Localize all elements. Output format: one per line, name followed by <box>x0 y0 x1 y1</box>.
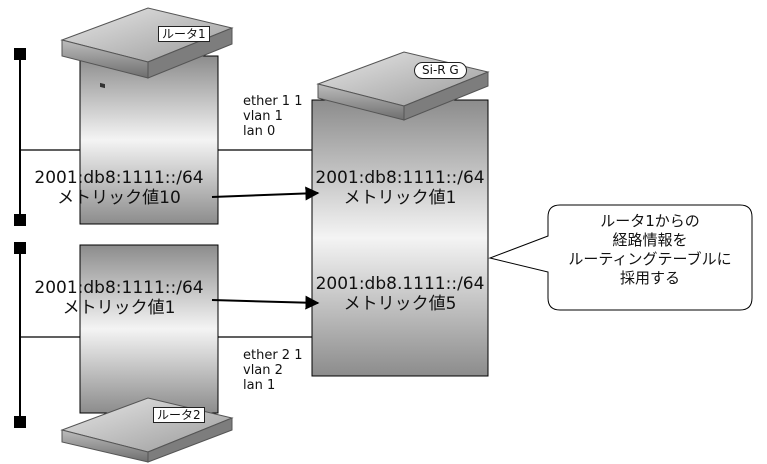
callout-line-3: ルーティングテーブルに <box>568 250 732 268</box>
sirg-label: Si-R G <box>414 62 467 79</box>
network-segment-upper <box>14 48 26 226</box>
sirg-route-upper-prefix: 2001:db8:1111::/64 <box>315 168 485 188</box>
router1-device-icon <box>60 7 234 89</box>
sirg-route-lower-prefix: 2001:db8.1111::/64 <box>315 274 485 294</box>
callout-bubble <box>488 204 753 311</box>
route-arrow-upper <box>211 186 320 201</box>
lower-port-ether: ether 2 1 <box>243 348 303 363</box>
sirg-route-upper-metric: メトリック値1 <box>343 188 457 208</box>
sirg-route-lower: 2001:db8.1111::/64 メトリック値5 <box>290 274 510 314</box>
upper-port-ether: ether 1 1 <box>243 94 303 109</box>
router2-route-info: 2001:db8:1111::/64 メトリック値1 <box>4 278 234 318</box>
sirg-panel <box>311 99 489 377</box>
sirg-route-upper: 2001:db8:1111::/64 メトリック値1 <box>290 168 510 208</box>
callout-line-1: ルータ1からの <box>600 212 700 230</box>
router1-route-info: 2001:db8:1111::/64 メトリック値10 <box>4 168 234 208</box>
callout-text: ルータ1からの 経路情報を ルーティングテーブルに 採用する <box>550 212 750 288</box>
lower-port-lan: lan 1 <box>243 378 276 393</box>
router2-label: ルータ2 <box>153 407 205 423</box>
callout-line-2: 経路情報を <box>612 231 688 249</box>
upper-port-labels: ether 1 1 vlan 1 lan 0 <box>243 94 302 139</box>
router2-panel <box>79 244 219 414</box>
sirg-route-lower-metric: メトリック値5 <box>343 294 457 314</box>
network-segment-lower <box>14 242 26 428</box>
callout-line-4: 採用する <box>619 269 680 287</box>
upper-port-vlan: vlan 1 <box>243 109 283 124</box>
router2-route-metric: メトリック値1 <box>62 298 176 318</box>
lower-port-vlan: vlan 2 <box>243 363 283 378</box>
lower-port-labels: ether 2 1 vlan 2 lan 1 <box>243 348 302 393</box>
router2-route-prefix: 2001:db8:1111::/64 <box>34 278 204 298</box>
router1-label: ルータ1 <box>158 26 210 42</box>
route-arrow-lower <box>211 295 320 310</box>
upper-port-lan: lan 0 <box>243 124 276 139</box>
router1-route-prefix: 2001:db8:1111::/64 <box>34 168 204 188</box>
router1-route-metric: メトリック値10 <box>57 188 181 208</box>
